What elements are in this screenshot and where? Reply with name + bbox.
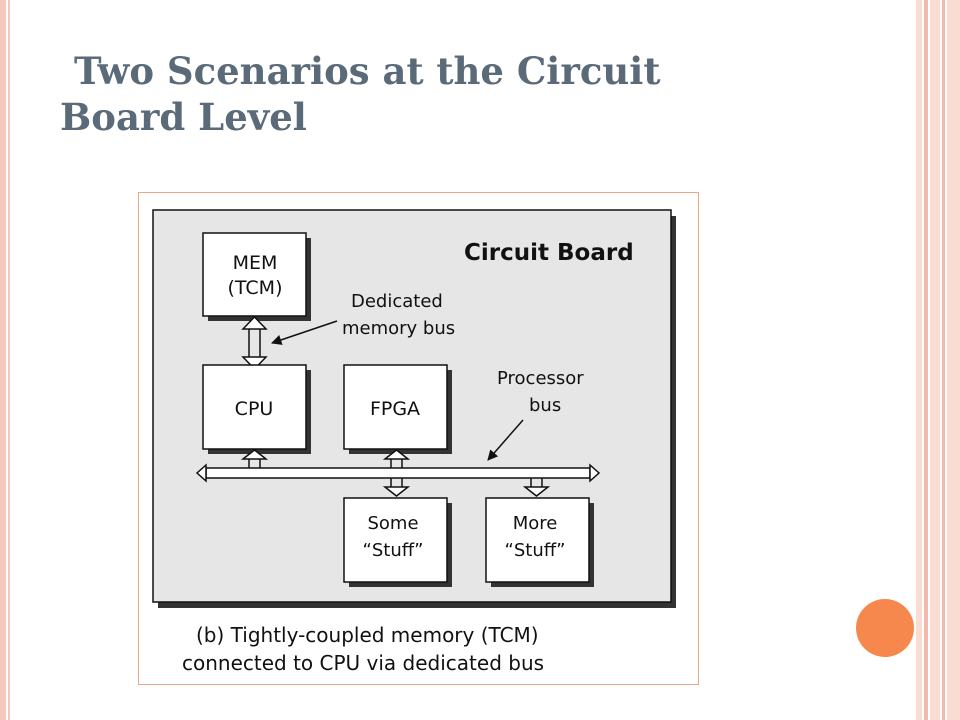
fpga-box <box>343 364 448 450</box>
some-stuff-box <box>343 497 448 583</box>
fpga-bus-connector <box>382 449 411 468</box>
circuit-board-figure: Circuit Board MEM (TCM) Dedicated memory… <box>138 192 699 685</box>
caption-line2: connected to CPU via dedicated bus <box>182 651 544 675</box>
stripe <box>947 0 960 720</box>
dedicated-bus-pointer-arrow <box>271 320 338 345</box>
stripe <box>916 0 922 720</box>
circuit-board-diagram: Circuit Board MEM (TCM) Dedicated memory… <box>152 209 676 675</box>
tcm-label: (TCM) <box>228 277 283 299</box>
slide-title: Two Scenarios at the Circuit Board Level <box>60 48 780 140</box>
caption-line1: (b) Tightly-coupled memory (TCM) <box>196 623 539 647</box>
stripe <box>930 0 940 720</box>
dedicated-bus-label-line2: memory bus <box>342 318 455 339</box>
mem-label: MEM <box>233 252 278 274</box>
processor-bus-pointer-arrow <box>487 419 524 461</box>
cpu-box <box>202 364 307 450</box>
more-stuff-line1: More <box>513 513 558 534</box>
some-stuff-line1: Some <box>367 513 418 534</box>
stripe <box>924 0 928 720</box>
slide-left-border <box>0 0 6 720</box>
slide-left-border-line <box>8 0 10 720</box>
cpu-bus-connector <box>240 449 269 468</box>
slide-right-stripes <box>916 0 960 720</box>
slide-title-line2: Board Level <box>60 95 307 139</box>
processor-bus-label-line1: Processor <box>497 368 584 389</box>
processor-bus-label-line2: bus <box>529 395 561 416</box>
mem-tcm-box <box>202 232 307 317</box>
dedicated-bus-label-line1: Dedicated <box>351 291 443 312</box>
stripe <box>942 0 945 720</box>
dedicated-memory-bus <box>241 315 268 371</box>
cpu-label: CPU <box>235 398 274 420</box>
board-label: Circuit Board <box>464 240 634 266</box>
some-stuff-line2: “Stuff” <box>363 540 424 561</box>
more-stuff-line2: “Stuff” <box>505 540 566 561</box>
more-stuff-bus-connector <box>522 478 551 497</box>
decorative-orange-circle <box>856 599 914 657</box>
some-stuff-bus-connector <box>382 478 411 497</box>
processor-bus <box>195 463 601 483</box>
more-stuff-box <box>485 497 590 583</box>
slide-title-line1: Two Scenarios at the Circuit <box>74 49 661 93</box>
fpga-label: FPGA <box>370 398 420 420</box>
